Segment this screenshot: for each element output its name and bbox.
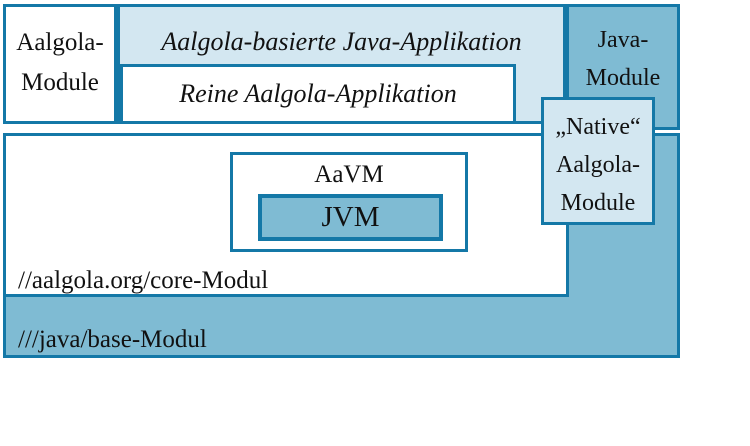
jvm-label: JVM [321, 201, 380, 233]
jvm-box: JVM [258, 194, 443, 241]
aavm-label: AaVM [314, 161, 384, 188]
java-module-label-line2: Module [585, 65, 661, 91]
aalgola-module-box: Aalgola- Module [3, 4, 117, 124]
pure-aalgola-application-label: Reine Aalgola-Applikation [179, 79, 457, 108]
native-aalgola-modules-label-line2: Aalgola- [556, 152, 640, 178]
java-module-label-line1: Java- [597, 27, 649, 53]
aalgola-core-module-label: //aalgola.org/core-Modul [18, 267, 269, 294]
java-base-module-label: ///java/base-Modul [18, 326, 207, 353]
pure-aalgola-application-box: Reine Aalgola-Applikation [120, 64, 516, 124]
native-aalgola-modules-label-line1: „Native“ [555, 114, 641, 140]
native-aalgola-modules-box: „Native“ Aalgola- Module [541, 97, 655, 225]
aalgola-based-java-application-label: Aalgola-basierte Java-Applikation [161, 27, 522, 56]
aalgola-module-label-line1: Aalgola- [16, 29, 104, 56]
aalgola-module-label-line2: Module [21, 69, 99, 96]
native-aalgola-modules-label-line3: Module [560, 190, 636, 216]
